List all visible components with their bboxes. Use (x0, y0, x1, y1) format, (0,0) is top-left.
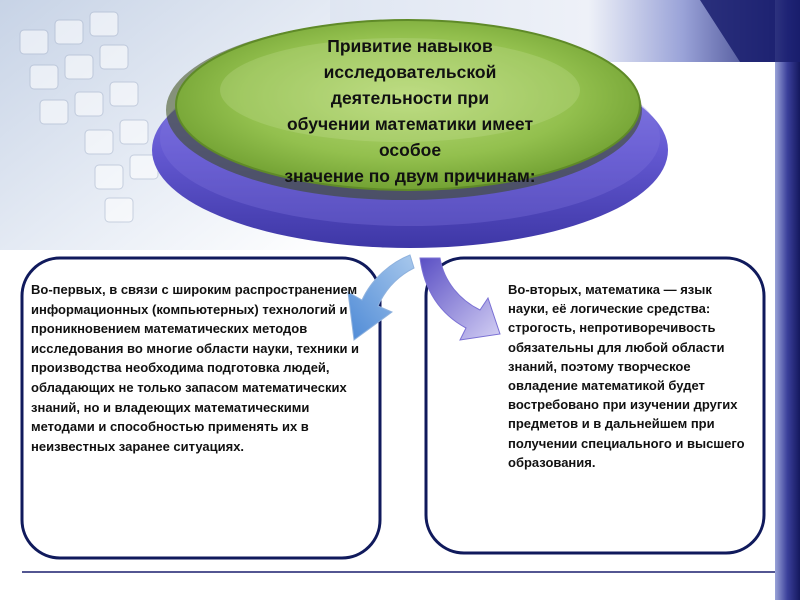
title-line: особое (378, 140, 442, 160)
green-ellipse (175, 19, 641, 191)
left-arrow (347, 254, 415, 341)
right-arrow (419, 257, 501, 341)
right-box-frame (424, 256, 766, 555)
first-reason-text: Во-первых, в связи с широким распростран… (31, 282, 360, 454)
title-line: исследовательской (323, 62, 497, 82)
title-line: обучении математики имеет (286, 114, 534, 134)
corner-decoration (700, 0, 800, 62)
title-line: Привитие навыков (327, 36, 493, 56)
left-box-frame (20, 256, 382, 560)
title-line: деятельности при (330, 88, 490, 108)
second-reason-text: Во-вторых, математика — язык науки, её л… (508, 282, 745, 470)
keyboard-keys (19, 11, 159, 223)
slide-title: Привитие навыков исследовательской деяте… (210, 33, 610, 189)
title-line: значение по двум причинам: (284, 166, 536, 186)
right-bar (775, 0, 800, 600)
